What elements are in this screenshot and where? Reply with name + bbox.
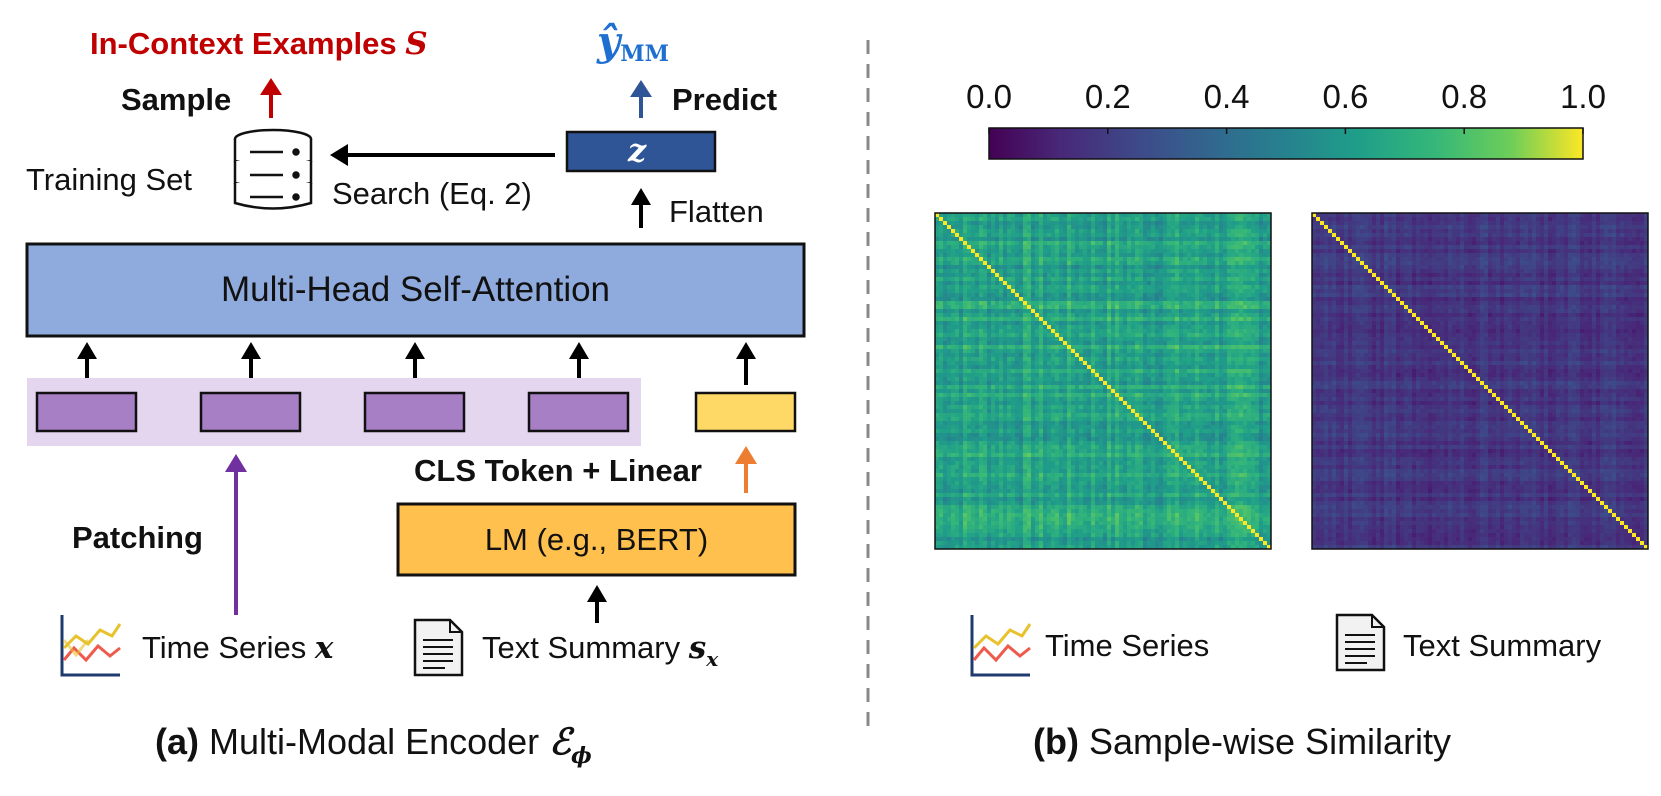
y-hat-symbol: ŷ bbox=[597, 18, 621, 65]
colorbar-tick-label: 0.2 bbox=[1084, 78, 1131, 115]
text-summary-subscript: x bbox=[706, 647, 719, 671]
predict-label: Predict bbox=[672, 82, 778, 117]
lm-label: LM (e.g., BERT) bbox=[484, 522, 709, 557]
sample-label: Sample bbox=[121, 82, 232, 117]
in-context-text: In-Context Examples bbox=[90, 26, 397, 61]
lm-box bbox=[396, 502, 797, 577]
database-icon bbox=[233, 128, 313, 210]
time-series-similarity-heatmap bbox=[934, 212, 1272, 550]
time-series-input-label: Time Series x bbox=[142, 632, 333, 664]
in-context-symbol: S bbox=[405, 26, 428, 62]
document-icon bbox=[1335, 613, 1386, 672]
search-arrow bbox=[330, 144, 555, 166]
colorbar-tick-label: 0.0 bbox=[966, 78, 1012, 115]
time-series-icon bbox=[970, 615, 1032, 677]
patching-arrow bbox=[225, 454, 247, 615]
caption-a-subscript: ϕ bbox=[570, 743, 592, 769]
text-summary-heatmap-label: Text Summary bbox=[1403, 628, 1602, 663]
caption-a-symbol: ℰ bbox=[549, 721, 571, 763]
text-to-lm-arrow bbox=[587, 585, 607, 623]
text-summary-symbol: s bbox=[688, 630, 707, 666]
text-summary-input-label: Text Summary sx bbox=[482, 630, 718, 669]
flatten-arrow bbox=[631, 188, 651, 228]
search-label: Search (Eq. 2) bbox=[332, 176, 532, 211]
time-series-icon bbox=[60, 615, 122, 677]
flatten-label: Flatten bbox=[669, 194, 764, 229]
y-hat-subscript: MM bbox=[620, 41, 669, 67]
patch-token bbox=[527, 391, 630, 433]
cls-token bbox=[694, 391, 797, 433]
patch-token bbox=[199, 391, 302, 433]
colorbar-ticks bbox=[988, 128, 1584, 134]
token-arrows bbox=[77, 342, 756, 385]
sample-arrow bbox=[260, 78, 282, 118]
colorbar bbox=[988, 127, 1584, 160]
caption-a: (a) Multi-Modal Encoder ℰϕ bbox=[155, 721, 592, 768]
colorbar-tick-label: 0.4 bbox=[1203, 78, 1250, 115]
colorbar-tick-label: 1.0 bbox=[1560, 78, 1606, 115]
caption-a-text: Multi-Modal Encoder bbox=[209, 721, 540, 762]
attention-block bbox=[25, 242, 806, 338]
text-summary-text: Text Summary bbox=[482, 630, 681, 665]
patching-label: Patching bbox=[72, 520, 203, 555]
caption-b-text: Sample-wise Similarity bbox=[1088, 721, 1452, 762]
text-summary-similarity-heatmap bbox=[1311, 212, 1649, 550]
time-series-heatmap-label: Time Series bbox=[1045, 628, 1210, 663]
document-icon bbox=[413, 618, 464, 677]
patch-token bbox=[35, 391, 138, 433]
colorbar-tick-label: 0.6 bbox=[1322, 78, 1369, 115]
in-context-examples-label: In-Context Examples S bbox=[90, 28, 428, 60]
caption-b: (b) Sample-wise Similarity bbox=[1033, 724, 1451, 760]
cls-token-linear-label: CLS Token + Linear bbox=[414, 453, 702, 488]
y-hat-mm-label: ŷMM bbox=[597, 22, 669, 66]
z-box bbox=[565, 130, 717, 173]
colorbar-tick-label: 0.8 bbox=[1441, 78, 1488, 115]
predict-arrow bbox=[630, 80, 652, 118]
z-symbol: z bbox=[628, 131, 647, 169]
training-set-label: Training Set bbox=[26, 162, 192, 197]
patch-token bbox=[363, 391, 466, 433]
caption-a-prefix: (a) bbox=[155, 721, 199, 762]
time-series-text: Time Series bbox=[142, 630, 307, 665]
time-series-symbol: x bbox=[314, 630, 334, 666]
cls-arrow bbox=[735, 446, 757, 493]
caption-b-prefix: (b) bbox=[1033, 721, 1079, 762]
attention-label: Multi-Head Self-Attention bbox=[220, 270, 611, 309]
